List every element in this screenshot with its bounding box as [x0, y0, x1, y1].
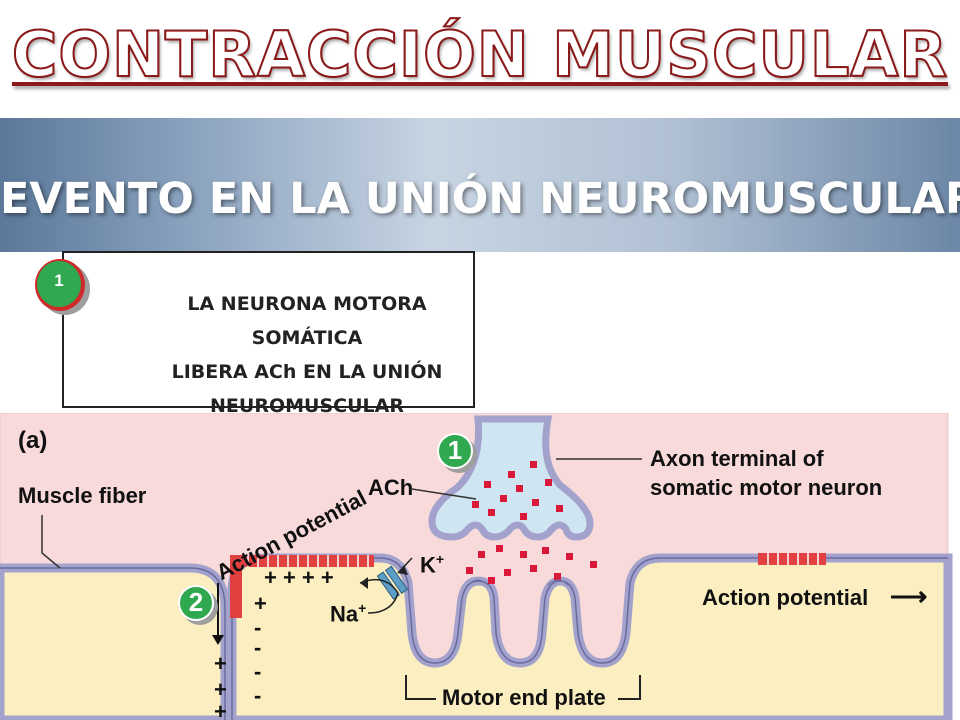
motor-end-plate-bracket [405, 675, 641, 700]
step-number: 1 [54, 271, 64, 290]
motor-end-plate-label: Motor end plate [442, 685, 606, 710]
ach-pointer [411, 488, 477, 500]
potassium-label: K+ [420, 551, 445, 578]
action-potential-right-band [758, 553, 826, 565]
section-banner: EVENTO EN LA UNIÓN NEUROMUSCULAR [0, 118, 960, 252]
svg-text:-: - [254, 683, 261, 708]
svg-text:+ + + +: + + + + [264, 565, 334, 590]
banner-title: EVENTO EN LA UNIÓN NEUROMUSCULAR [0, 174, 960, 224]
motor-end-plate-outline [231, 557, 948, 720]
neuromuscular-junction-figure: + + + + + - - - - + + + (a) Muscle fiber… [0, 413, 960, 720]
svg-text:+: + [214, 699, 227, 720]
junction-illustration: + + + + + - - - - + + + [0, 413, 953, 720]
ach-molecules [466, 461, 597, 584]
panel-label: (a) [18, 427, 48, 454]
right-arrow-icon: ⟶ [890, 581, 928, 611]
sodium-label: Na+ [330, 600, 367, 627]
svg-text:+: + [254, 591, 267, 616]
step-number-badge [35, 259, 90, 315]
ach-label: ACh [368, 475, 414, 500]
step2-badge [178, 585, 214, 621]
step2-number: 2 [188, 587, 204, 617]
svg-text:+: + [214, 677, 227, 702]
action-potential-right-hatching [767, 553, 819, 565]
muscle-fiber-label: Muscle fiber [18, 483, 147, 508]
receptor-sites [467, 579, 569, 586]
axon-terminal-label-line1: Axon terminal of [650, 446, 824, 471]
axon-terminal-label-line2: somatic motor neuron [650, 475, 883, 500]
action-potential-left-band [236, 555, 374, 567]
step1-number: 1 [447, 435, 463, 465]
main-title: CONTRACCIÓN MUSCULAR [11, 17, 949, 92]
svg-text:-: - [254, 635, 261, 660]
step1-badge [437, 433, 473, 469]
step-description: LA NEURONA MOTORA SOMÁTICA LIBERA ACh EN… [142, 287, 472, 423]
ion-channel [376, 565, 409, 600]
left-muscle-cell-outline [0, 567, 226, 720]
svg-text:+: + [214, 651, 227, 676]
step-description-line: NEUROMUSCULAR [210, 395, 404, 417]
step-description-line: LIBERA ACh EN LA UNIÓN [171, 361, 443, 383]
action-potential-right-label: Action potential [702, 585, 869, 610]
svg-text:-: - [254, 659, 261, 684]
ion-flow-arrow [359, 578, 399, 614]
svg-text:-: - [254, 615, 261, 640]
charge-markers: + + + + + - - - - + + + [214, 565, 334, 720]
action-potential-left-hatching [247, 555, 369, 567]
muscle-fiber-pointer [41, 515, 61, 569]
step-description-line: LA NEURONA MOTORA SOMÁTICA [187, 293, 427, 349]
step-description-box: LA NEURONA MOTORA SOMÁTICA LIBERA ACh EN… [62, 251, 475, 417]
